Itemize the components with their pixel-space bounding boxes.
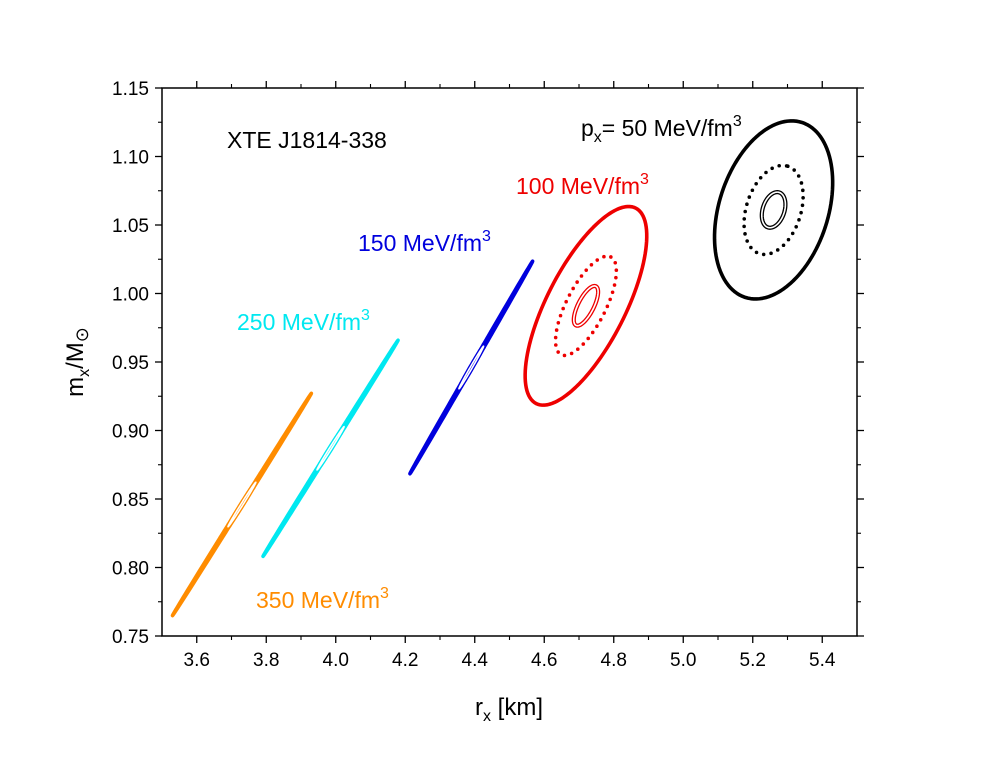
contour-inner-gap [572,285,599,327]
contour-group [712,119,835,301]
series-labels: 350 MeV/fm3 250 MeV/fm3 150 MeV/fm3 100 MeV… [237,113,742,613]
contour-layer [170,119,835,618]
object-annotation: XTE J1814-338 [227,127,387,153]
contour-inner-gap [227,481,257,528]
series-label: 100 MeV/fm3 [516,171,649,199]
contour-middle [742,163,805,257]
y-tick-label: 0.95 [112,353,149,374]
x-tick-label: 4.2 [392,650,418,671]
y-tick-label: 0.75 [112,627,149,648]
x-tick-label: 4.6 [531,650,557,671]
x-tick-label: 3.8 [253,650,279,671]
contour-outer [712,119,835,301]
contour-middle [438,311,504,424]
contour-inner [759,190,788,230]
contour-middle [553,254,619,358]
axis-ticks [155,81,864,643]
x-tick-label: 5.4 [809,650,836,671]
x-tick-label: 3.6 [184,650,210,671]
x-tick-label: 4.0 [323,650,349,671]
x-tick-label: 5.0 [670,650,696,671]
contour-inner-gap [458,345,485,390]
contour-group [261,338,400,559]
y-tick-label: 0.85 [112,490,149,511]
contour-inner-gap [760,191,787,229]
x-tick-label: 4.8 [601,650,627,671]
series-label: px= 50 MeV/fm3 [581,113,742,146]
y-tick-label: 1.10 [112,148,149,169]
contour-group [408,259,535,476]
contour-group [523,204,649,407]
y-tick-label: 1.15 [112,79,149,100]
contour-group [170,391,314,618]
series-label: 350 MeV/fm3 [256,585,389,613]
contour-inner-gap [316,425,345,471]
x-tick-label: 4.4 [462,650,489,671]
series-label: 250 MeV/fm3 [237,307,370,335]
contour-outer [523,204,649,407]
series-label: 150 MeV/fm3 [358,228,491,256]
y-axis-title: mx/M⊙ [62,327,93,397]
y-tick-label: 1.05 [112,216,149,237]
y-tick-label: 0.90 [112,422,149,443]
x-axis-title: rx [km] [475,694,543,725]
contour-middle [294,391,367,506]
axis-tick-labels: 3.6 3.8 4.0 4.2 4.4 4.6 4.8 5.0 5.2 5.4 0.75 0.80 0.… [112,79,836,671]
y-tick-label: 0.80 [112,559,149,580]
y-tick-label: 1.00 [112,285,149,306]
x-tick-label: 5.2 [740,650,766,671]
